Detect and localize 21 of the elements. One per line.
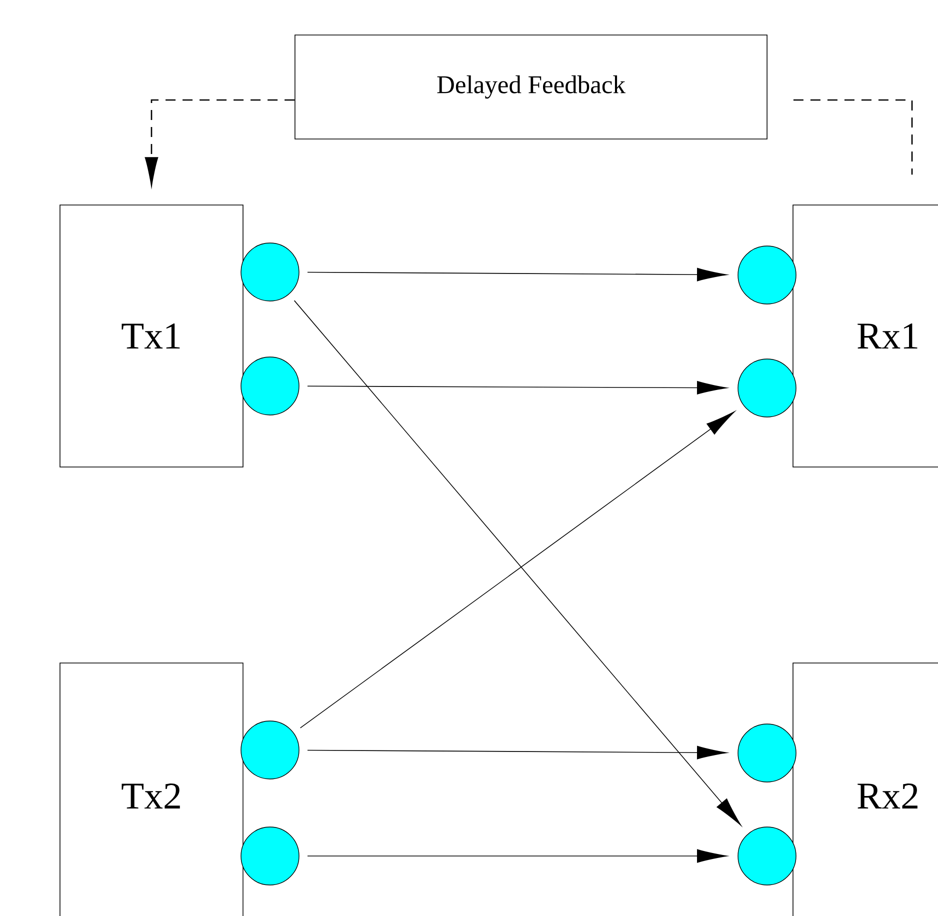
arrow xyxy=(294,300,742,826)
feedback-box: Delayed Feedback xyxy=(294,34,768,140)
antenna-box: Tx2 xyxy=(60,662,244,916)
arrow xyxy=(307,268,728,282)
antenna-circle xyxy=(240,826,300,886)
arrow xyxy=(307,381,728,394)
antenna-circle xyxy=(738,358,796,418)
arrow xyxy=(307,746,728,760)
antenna-circle xyxy=(240,356,300,416)
antenna-circle xyxy=(738,826,796,886)
arrow xyxy=(307,849,728,863)
dashed-line xyxy=(793,99,913,175)
antenna-box: Tx1 xyxy=(60,204,244,468)
antenna-box: Rx1 xyxy=(792,204,938,468)
antenna-circle xyxy=(240,720,300,780)
antenna-circle xyxy=(738,724,796,782)
antenna-circle xyxy=(240,242,300,302)
antenna-box: Rx2 xyxy=(792,662,938,916)
arrow xyxy=(300,411,735,728)
dashed-arrow xyxy=(144,99,295,186)
antenna-circle xyxy=(738,246,796,304)
